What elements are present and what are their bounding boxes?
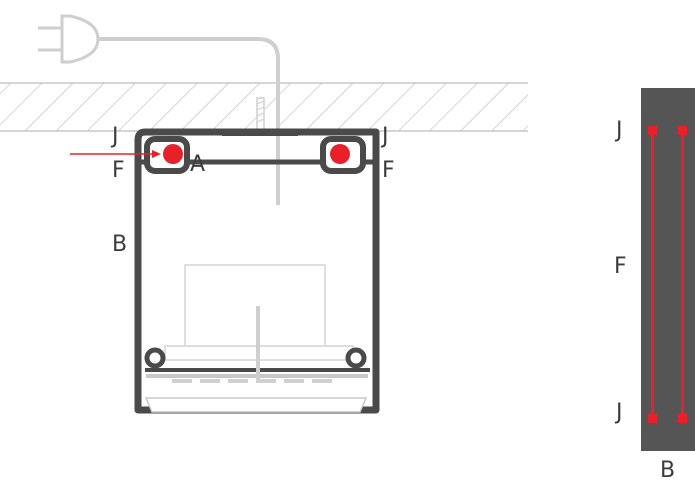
label-left-b: B [112,232,128,257]
led-chips [172,379,332,383]
power-plug-icon [38,14,280,205]
side-view-panel [641,88,695,451]
label-side-b: B [660,458,676,483]
label-left-j: J [112,124,119,149]
led-driver [184,264,326,351]
arrow-indicator [70,150,161,158]
label-right-j: J [382,124,389,149]
rail-screw-right [345,347,367,369]
magnet-left [163,144,183,164]
label-side-j-bottom: J [616,400,623,425]
label-right-f: F [382,158,395,183]
label-side-f: F [614,254,627,279]
rail-screw-left [144,347,166,369]
magnet-right [330,144,350,164]
diffuser [144,397,368,413]
label-left-f: F [112,158,125,183]
label-side-j-top: J [616,118,623,143]
screw-icon [256,97,265,131]
label-a: A [190,152,206,177]
